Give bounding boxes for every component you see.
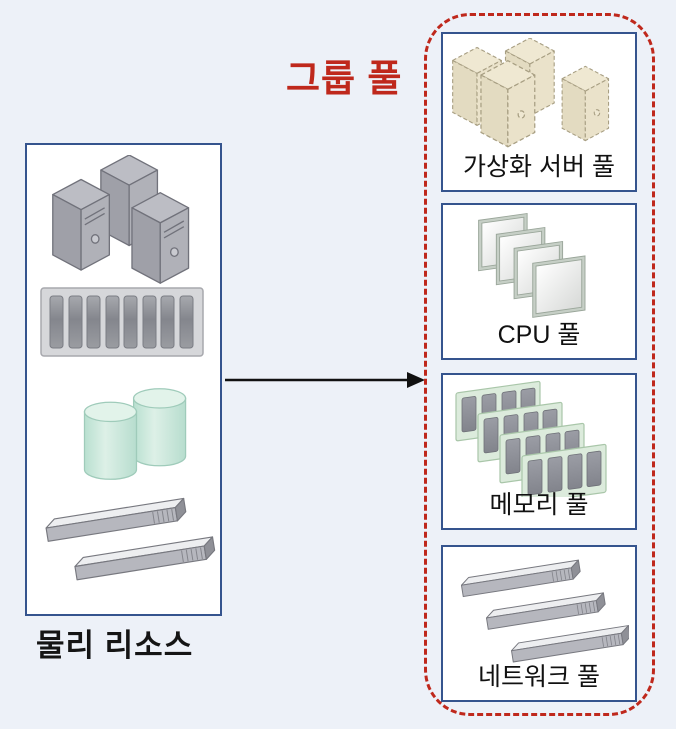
virtual-server-pool-icon (452, 38, 610, 148)
network-pool-label: 네트워크 풀 (478, 663, 600, 691)
network-switch-bars-icon (45, 497, 216, 581)
physical-resources-box (25, 143, 222, 616)
cpu-pool-icon (478, 212, 586, 318)
pool-box-cpu: CPU 풀 (441, 203, 637, 360)
pool-box-memory: 메모리 풀 (441, 373, 637, 530)
group-pool-boundary (424, 13, 655, 716)
memory-pool-label: 메모리 풀 (489, 491, 589, 519)
tower-servers-icon (52, 155, 190, 284)
storage-cylinders-icon (83, 388, 187, 480)
pool-box-virtual-server: 가상화 서버 풀 (441, 32, 637, 192)
cpu-pool-label: CPU 풀 (497, 321, 581, 349)
flow-arrow (225, 372, 425, 388)
pool-box-network: 네트워크 풀 (441, 545, 637, 702)
virtual-server-pool-label: 가상화 서버 풀 (463, 153, 615, 181)
physical-resources-label: 물리 리소스 (36, 628, 194, 663)
blade-enclosure-icon (40, 287, 204, 357)
memory-pool-icon (455, 380, 607, 497)
network-pool-icon (460, 559, 629, 663)
group-pool-title: 그룹 풀 (286, 58, 403, 99)
